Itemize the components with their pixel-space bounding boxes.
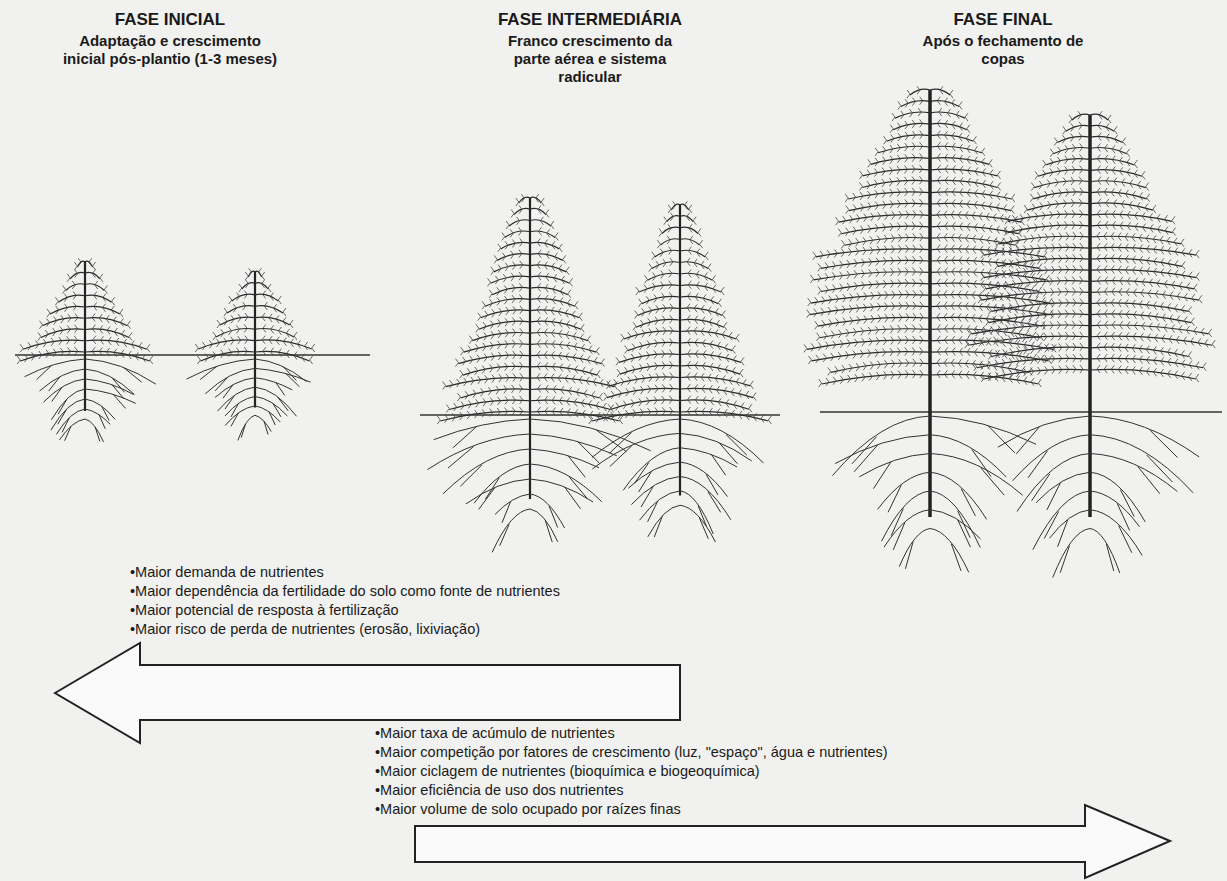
bullet-item: •Maior demanda de nutrientes xyxy=(130,563,324,582)
phase-subtitle: Franco crescimento da parte aérea e sist… xyxy=(495,32,685,86)
tree-needles xyxy=(804,86,1056,387)
tree-trunk xyxy=(928,90,932,517)
tree-needles xyxy=(195,268,314,364)
tree-needles xyxy=(17,258,153,364)
ground-line xyxy=(820,411,1222,413)
tree-needles xyxy=(437,194,622,424)
tree-roots xyxy=(998,416,1199,578)
left-arrow xyxy=(55,643,680,743)
bullet-item: •Maior volume de solo ocupado por raízes… xyxy=(375,800,681,819)
tree-branches xyxy=(440,197,619,421)
bullet-item: •Maior risco de perda de nutrientes (ero… xyxy=(130,620,480,639)
tree-needles xyxy=(589,201,772,424)
tree-roots xyxy=(24,359,155,442)
phase-subtitle: Após o fechamento de copas xyxy=(916,32,1091,68)
bullet-item: •Maior ciclagem de nutrientes (bioquímic… xyxy=(375,762,760,781)
bullet-item: •Maior dependência da fertilidade do sol… xyxy=(130,582,560,601)
tree-branches xyxy=(592,204,769,421)
phase-heading: FASE INTERMEDIÁRIA xyxy=(460,10,720,30)
tree-roots xyxy=(832,416,1036,572)
tree-needles xyxy=(965,111,1215,382)
tree-drawings xyxy=(15,86,1222,577)
bullet-item: •Maior eficiência de uso dos nutrientes xyxy=(375,781,624,800)
tree-branches xyxy=(968,114,1212,379)
bullet-item: •Maior taxa de acúmulo de nutrientes xyxy=(375,724,615,743)
tree-roots xyxy=(187,359,311,440)
tree-branches xyxy=(20,261,150,361)
tree-branches xyxy=(807,89,1053,384)
bullet-item: •Maior competição por fatores de crescim… xyxy=(375,743,888,762)
bullet-item: •Maior potencial de resposta à fertiliza… xyxy=(130,601,399,620)
phase-heading: FASE INICIAL xyxy=(40,10,300,30)
phase-heading: FASE FINAL xyxy=(903,10,1103,30)
tree-roots xyxy=(592,419,764,542)
tree-trunk xyxy=(1088,115,1092,517)
tree-branches xyxy=(198,271,311,361)
tree-trunk xyxy=(679,205,681,496)
phase-subtitle: Adaptação e crescimento inicial pós-plan… xyxy=(63,32,278,68)
